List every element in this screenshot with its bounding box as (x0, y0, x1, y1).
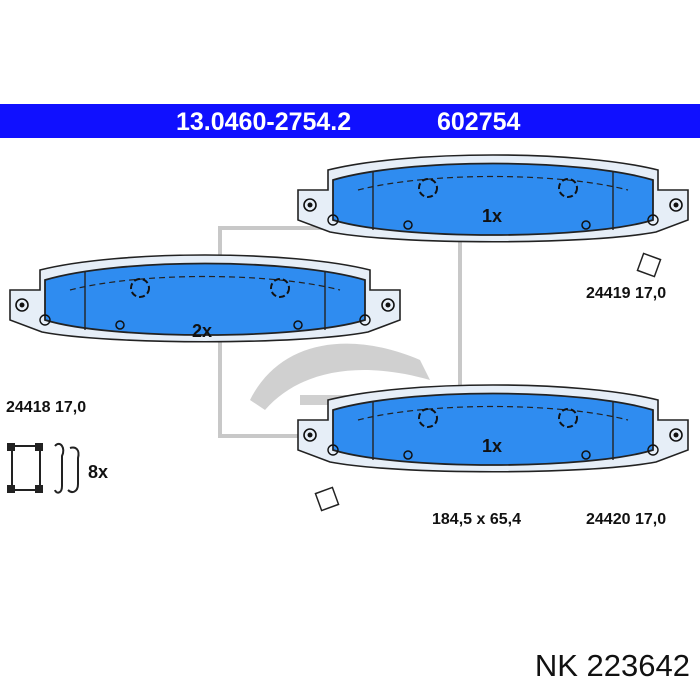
pad-code-left: 24418 17,0 (6, 399, 86, 416)
wear-sensor-bottom (314, 486, 340, 512)
spring-clip-icon (7, 442, 80, 494)
pad-code-bottom: 24420 17,0 (586, 511, 666, 528)
footer-code: NK 223642 (534, 648, 690, 683)
pad-qty-top: 1x (482, 206, 502, 226)
pad-code-top: 24419 17,0 (586, 285, 666, 302)
ref-number: 602754 (437, 108, 521, 136)
pad-dimensions: 184,5 x 65,4 (432, 511, 521, 528)
pad-qty-left: 2x (192, 321, 212, 341)
header-band: 13.0460-2754.2 602754 (0, 104, 700, 138)
clip-qty: 8x (88, 462, 108, 482)
brake-pad-bottom-right (297, 384, 689, 473)
wear-sensor-top (636, 252, 662, 278)
pad-qty-bottom: 1x (482, 436, 502, 456)
part-number: 13.0460-2754.2 (176, 108, 352, 136)
brake-pad-top-right (297, 154, 689, 243)
header-title: 13.0460-2754.2 602754 (0, 104, 700, 138)
